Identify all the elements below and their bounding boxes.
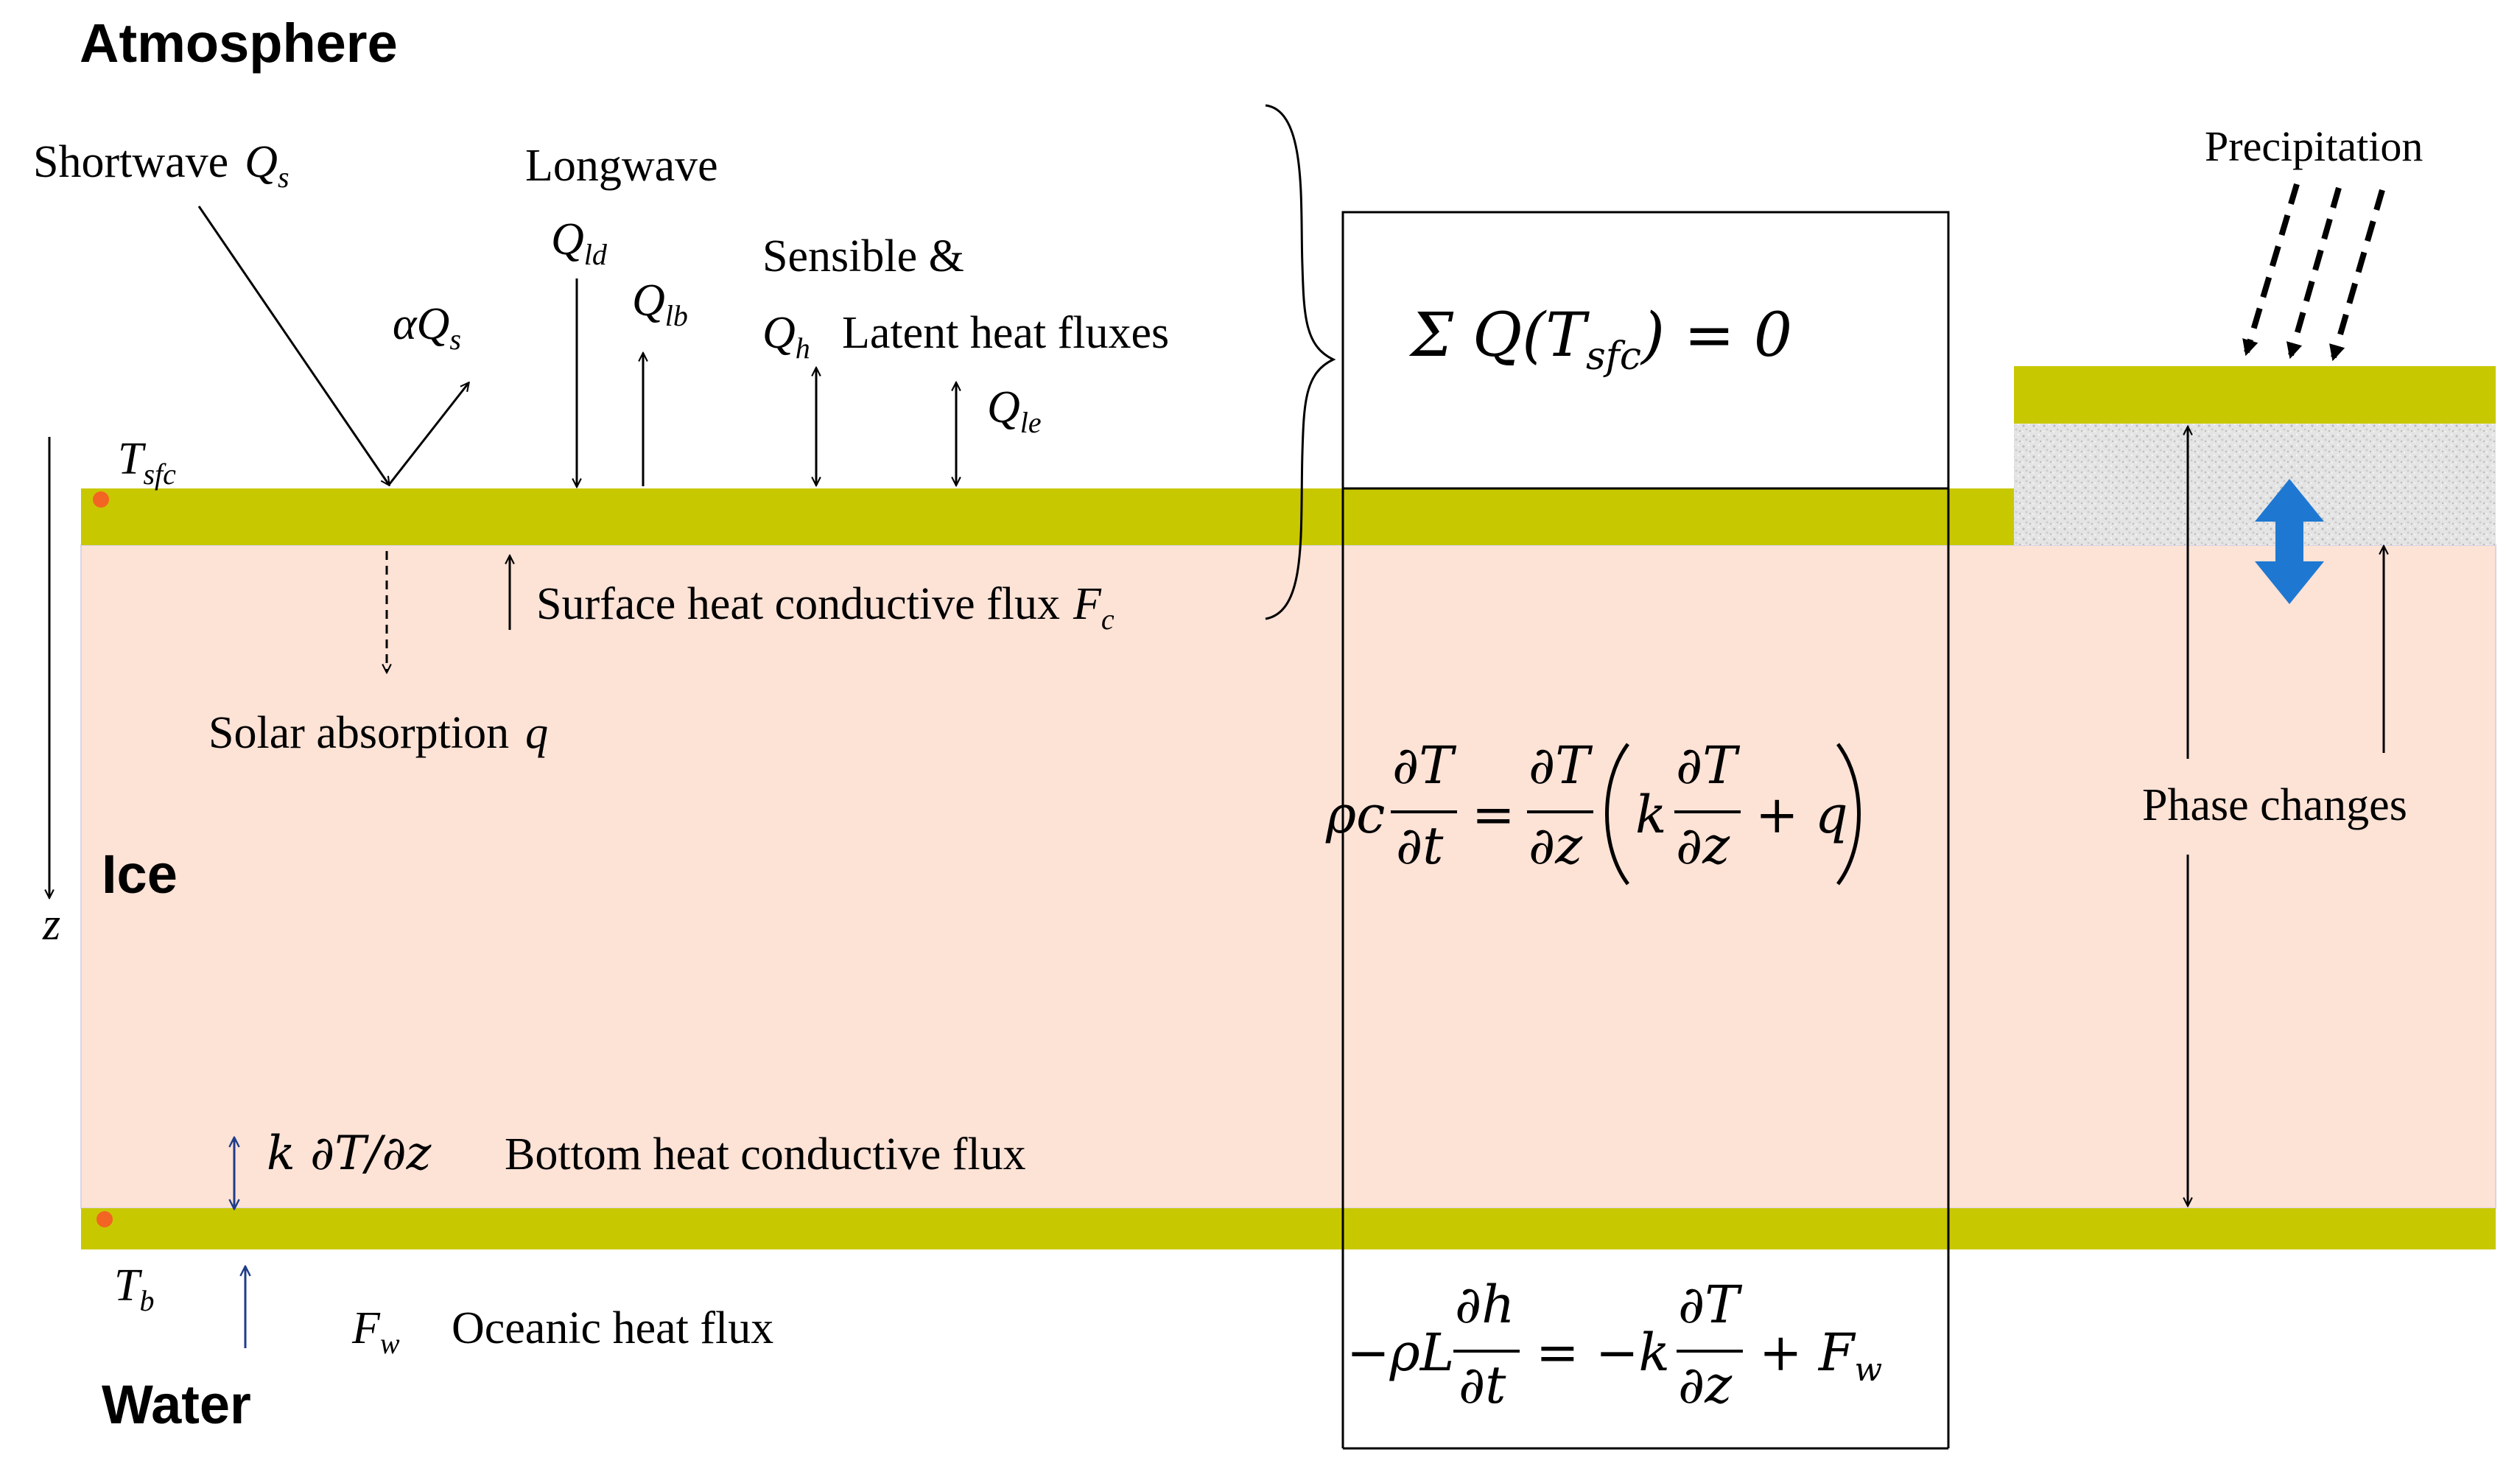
equation-box-surface [1341,211,1950,490]
svg-text:∂T: ∂T [1392,735,1456,796]
ice-bottom-band [81,1208,2496,1249]
depth-axis-label: z [42,900,60,950]
snow-surface-band [2014,366,2496,424]
shortwave-reflected-arrow [387,383,468,485]
svg-text:= −k: = −k [1536,1322,1670,1383]
fw-label: Fw [351,1303,400,1360]
precipitation-label: Precipitation [2205,122,2423,170]
snow-ice-exchange-arrow [2255,479,2324,604]
svg-text:k: k [1635,785,1666,845]
svg-text:∂h: ∂h [1455,1275,1515,1335]
tsfc-label: Tsfc [118,434,176,491]
shortwave-incoming-arrow [197,206,389,485]
svg-text:ρc: ρc [1325,785,1385,845]
phase-changes-label: Phase changes [2142,780,2407,830]
sensible-label: Sensible & [762,231,964,281]
tb-label: Tb [114,1261,154,1317]
svg-text:∂z: ∂z [1529,816,1583,876]
svg-text:∂T: ∂T [1529,735,1593,796]
tb-dot [96,1211,113,1227]
region-atmosphere: Atmosphere [80,13,398,74]
svg-text:∂T: ∂T [1676,735,1740,796]
svg-text:=: = [1472,785,1515,845]
region-ice: Ice [102,844,178,905]
bottom-flux-symbol: k ∂T/∂z [267,1126,432,1181]
latent-label: Latent heat fluxes [842,308,1169,358]
surface-balance-equation: Σ Q(Tsfc) = 0 [1408,301,1792,379]
svg-text:∂t: ∂t [1459,1355,1506,1415]
precipitation-arrow-1 [2242,183,2300,357]
precipitation-arrow-2 [2286,186,2342,360]
svg-text:+ Fw: + Fw [1759,1322,1882,1389]
qlb-label: Qlb [632,276,688,332]
svg-text:−ρL: −ρL [1347,1322,1454,1383]
bottom-flux-label: Bottom heat conductive flux [505,1129,1026,1179]
reflected-shortwave-label: αQs [393,299,461,356]
tsfc-dot [93,491,109,508]
svg-text:+ q: + q [1755,785,1848,845]
region-water: Water [102,1374,251,1435]
ice-body [80,544,2496,1209]
bottom-growth-equation: −ρL ∂h ∂t = −k ∂T ∂z + Fw [1347,1275,1882,1415]
svg-text:∂T: ∂T [1678,1275,1742,1335]
longwave-label: Longwave [525,141,718,191]
precipitation-arrow-3 [2329,189,2385,362]
ice-surface-band [81,488,2014,545]
heat-diffusion-equation: ρc ∂T ∂t = ∂T ∂z k ∂T ∂z + q [1325,735,1861,886]
qld-label: Qld [551,214,608,271]
snow-layer [2014,424,2496,545]
qle-label: Qle [987,382,1042,439]
svg-text:∂t: ∂t [1396,816,1444,876]
svg-text:∂z: ∂z [1678,1355,1733,1415]
flux-curly-brace [1265,104,1336,620]
qh-label: Qh [762,308,810,365]
svg-text:∂z: ∂z [1676,816,1730,876]
oceanic-flux-label: Oceanic heat flux [452,1303,773,1353]
